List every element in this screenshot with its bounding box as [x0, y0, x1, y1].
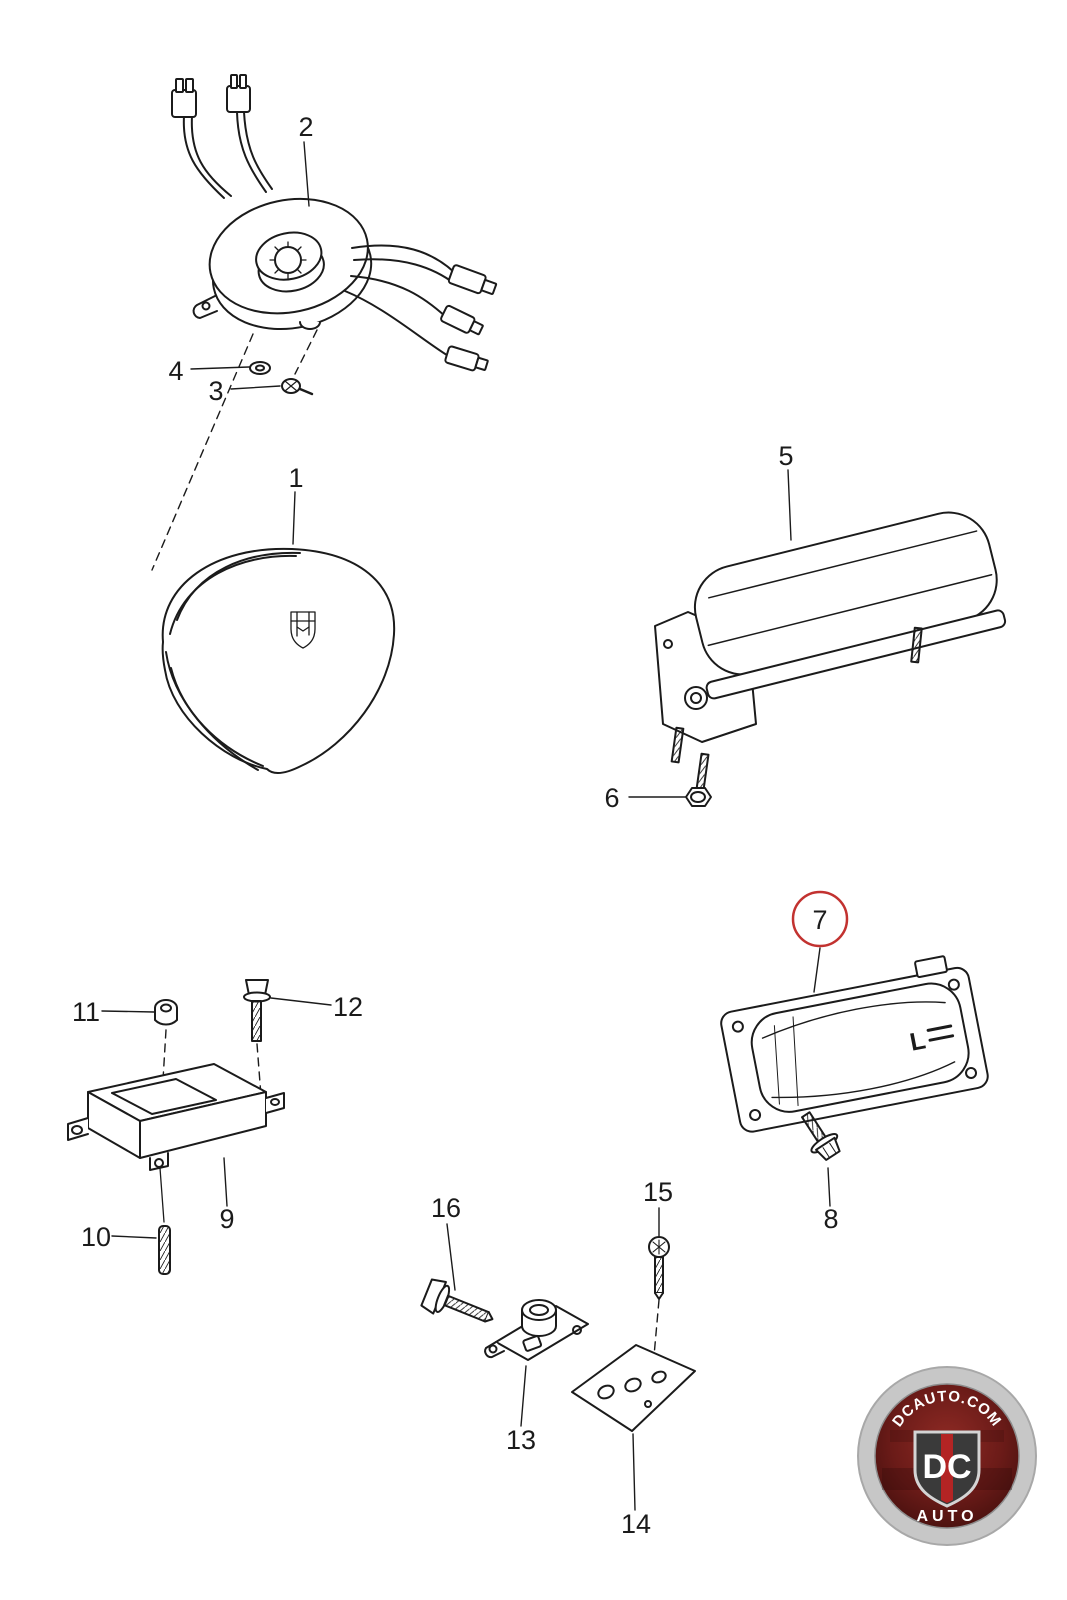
callout-11[interactable]: 11 — [72, 997, 100, 1027]
callout-7[interactable]: 7 — [812, 905, 827, 935]
leader-line-3 — [230, 385, 281, 390]
stud-10-drawing — [158, 1225, 171, 1275]
bolt-16-drawing — [420, 1278, 494, 1323]
callout-16[interactable]: 16 — [431, 1193, 461, 1223]
leader-line-14 — [632, 1433, 636, 1511]
leader-line-16 — [446, 1223, 456, 1291]
control-unit-drawing — [67, 1063, 285, 1223]
leader-line-12 — [270, 997, 332, 1006]
callout-9[interactable]: 9 — [219, 1204, 234, 1234]
bracket-14-drawing — [571, 1344, 696, 1432]
leader-line-10 — [111, 1235, 157, 1239]
nut-6-drawing — [685, 787, 712, 807]
callout-6[interactable]: 6 — [604, 783, 619, 813]
porsche-crest-icon — [290, 611, 316, 649]
leader-line-7 — [813, 947, 821, 993]
leader-line-5 — [787, 469, 792, 541]
highlight-circle-7 — [791, 890, 849, 948]
callout-3[interactable]: 3 — [208, 376, 223, 406]
bolt-12-drawing — [243, 979, 271, 1042]
callout-2[interactable]: 2 — [298, 112, 313, 142]
callout-5[interactable]: 5 — [778, 441, 793, 471]
clock-spring-drawing — [171, 74, 498, 372]
callout-1[interactable]: 1 — [288, 463, 303, 493]
callout-14[interactable]: 14 — [621, 1509, 651, 1539]
screw-15-drawing — [648, 1236, 670, 1300]
bolt-8-drawing — [801, 1111, 841, 1161]
dcauto-logo: DCAUTO.COM DC AUTO — [857, 1366, 1037, 1546]
leader-line-4 — [190, 366, 250, 370]
side-airbag-drawing: L — [720, 955, 989, 1133]
logo-band-text: AUTO — [916, 1508, 977, 1525]
washer-drawing — [249, 361, 271, 375]
callout-8[interactable]: 8 — [823, 1204, 838, 1234]
leader-line-8 — [827, 1167, 831, 1207]
leader-lines — [101, 141, 831, 1511]
logo-shield-text: DC — [922, 1448, 971, 1486]
logo-shield-stripe — [941, 1434, 953, 1503]
assembly-dash-lines — [151, 329, 660, 1357]
nut-11-drawing — [154, 999, 178, 1026]
part-marking-L: L — [908, 1026, 928, 1056]
leader-line-13 — [520, 1365, 527, 1427]
leader-line-2 — [303, 141, 310, 207]
driver-airbag-drawing — [161, 547, 396, 774]
leader-line-11 — [101, 1010, 155, 1013]
screw-3-drawing — [281, 378, 314, 396]
leader-line-1 — [292, 491, 296, 545]
passenger-airbag-drawing — [654, 511, 1007, 792]
crash-sensor-drawing — [484, 1299, 589, 1361]
callout-12[interactable]: 12 — [333, 992, 363, 1022]
callout-10[interactable]: 10 — [81, 1222, 111, 1252]
callout-15[interactable]: 15 — [643, 1177, 673, 1207]
callout-4[interactable]: 4 — [168, 356, 183, 386]
leader-line-9 — [223, 1157, 228, 1207]
callout-13[interactable]: 13 — [506, 1425, 536, 1455]
